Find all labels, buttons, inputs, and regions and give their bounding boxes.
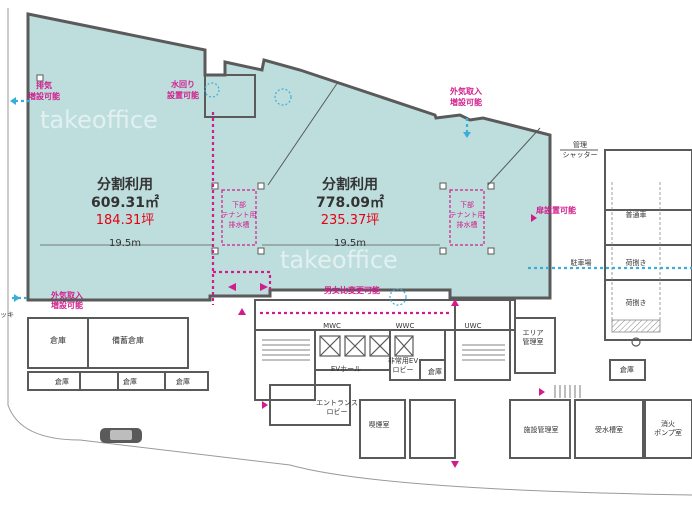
room-emergency-ev: 非常用EV: [388, 356, 418, 365]
room-area-mgmt: エリア: [523, 329, 544, 337]
air-intake-top-label: 外気取入: [450, 86, 482, 96]
watermark: takeoffice: [40, 106, 158, 134]
tank-right-label: テナント用: [450, 211, 485, 219]
room-fire-pump: 消火: [661, 419, 675, 428]
room-emergency-ev: ロビー: [393, 365, 414, 374]
room-loading: 荷捌き: [626, 298, 647, 307]
tank-left-label: テナント用: [222, 211, 257, 219]
tank-box-right: [449, 189, 485, 246]
office-floor: [26, 12, 552, 302]
room-parking: 駐車場: [571, 258, 592, 267]
stairs: [262, 339, 581, 398]
room-storage: 倉庫: [50, 335, 66, 345]
exhaust-label: 増設可能: [28, 91, 60, 101]
room-area-mgmt: 管理室: [523, 337, 544, 346]
room-fire-pump: ポンプ室: [654, 428, 682, 437]
room-storage: 倉庫: [123, 377, 137, 386]
air-intake-left-label: 外気取入: [51, 290, 83, 300]
tank-left-label: 排水槽: [229, 220, 250, 229]
room-wwc: WWC: [396, 322, 415, 330]
parking-columns: [611, 182, 661, 320]
room-entrance: ロビー: [327, 407, 348, 416]
elevators: [319, 335, 414, 357]
parking-hatch: [611, 319, 661, 333]
water-routes: [211, 112, 450, 315]
shutter-label: 管理: [573, 140, 587, 149]
room-mwc: MWC: [323, 322, 341, 330]
door-label: 扉設置可能: [535, 205, 576, 215]
room-storage: 倉庫: [55, 377, 69, 386]
fixture-icon: [631, 337, 641, 347]
shutter-label: シャッター: [563, 150, 598, 159]
zone-right-area-sqm: 778.09㎡: [316, 194, 384, 211]
zone-left-title: 分割利用: [97, 176, 153, 193]
room-smoking: 喫煙室: [369, 420, 390, 429]
tank-right-label: 下部: [460, 200, 474, 209]
exhaust-label: 排気: [36, 80, 52, 90]
site-boundary: [7, 8, 692, 496]
restroom-change-label: 男女比変更可能: [324, 285, 380, 295]
watermark: takeoffice: [280, 246, 398, 274]
zone-right-width: 19.5m: [334, 238, 366, 249]
deck-label: ッキ: [0, 311, 14, 319]
room-water-tank: 受水槽室: [595, 425, 623, 434]
room-storage: 倉庫: [620, 365, 634, 374]
air-intake-top-label: 増設可能: [450, 97, 482, 107]
labels: takeoffice takeoffice 分割利用 609.31㎡ 184.3…: [0, 79, 682, 437]
car-icon: [100, 428, 142, 443]
room-storage: 倉庫: [176, 377, 190, 386]
room-entrance: エントランス: [316, 399, 358, 407]
zone-left-width: 19.5m: [109, 238, 141, 249]
tank-box-left: [221, 189, 257, 246]
zone-left-area-tsubo: 184.31坪: [96, 213, 155, 228]
room-ev-hall: EVホール: [331, 365, 361, 373]
room-facility: 施設管理室: [524, 425, 559, 434]
zone-right-title: 分割利用: [322, 176, 378, 193]
duct-arrows: [10, 97, 471, 302]
room-loading: 荷捌き: [626, 258, 647, 267]
leader-lines: [267, 81, 598, 186]
entry-arrows: [228, 214, 545, 468]
zone-left-area-sqm: 609.31㎡: [91, 194, 159, 211]
service-walls: [27, 74, 692, 459]
zone-right-area-tsubo: 235.37坪: [321, 213, 380, 228]
tank-right-label: 排水槽: [457, 220, 478, 229]
room-storage: 倉庫: [428, 367, 442, 376]
water-label: 水回り: [170, 79, 195, 89]
duct-circles: [204, 82, 407, 306]
air-intake-left-label: 増設可能: [51, 300, 83, 310]
room-reserve-storage: 備蓄倉庫: [112, 335, 144, 345]
room-regular-car: 普通車: [626, 210, 647, 219]
tank-left-label: 下部: [232, 200, 246, 209]
room-uwc: UWC: [465, 322, 482, 330]
water-label: 設置可能: [167, 90, 199, 100]
